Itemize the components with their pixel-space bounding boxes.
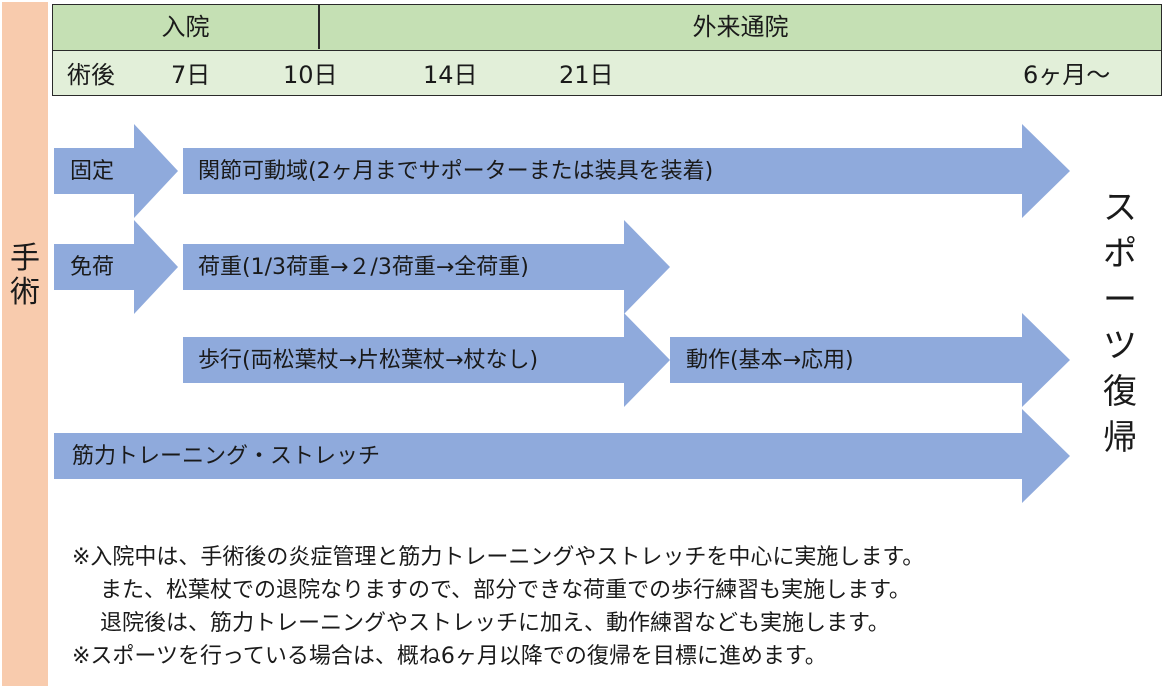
- label-walking: 歩行(両松葉杖→片松葉杖→杖なし): [198, 348, 539, 373]
- label-fixation: 固定: [70, 159, 115, 184]
- arrow-walking: [183, 313, 670, 407]
- arrow-non-weight: [54, 220, 178, 314]
- notes: ※入院中は、手術後の炎症管理と筋力トレーニングやストレッチを中心に実施します。 …: [72, 541, 924, 673]
- surgery-label-char-2: 術: [10, 275, 40, 310]
- day-6months: 6ヶ月〜: [1023, 61, 1111, 89]
- arrow-fixation: [54, 124, 178, 218]
- surgery-label: 手 術: [2, 242, 48, 310]
- surgery-sidebar: 手 術: [2, 2, 48, 686]
- goal-char-2: ポ: [1103, 234, 1137, 274]
- goal-char-4: ツ: [1103, 326, 1137, 366]
- timeline-phase-row: 入院 外来通院: [53, 5, 1161, 51]
- goal-char-3: ー: [1103, 280, 1137, 320]
- label-rom: 関節可動域(2ヶ月までサポーターまたは装具を装着): [198, 159, 714, 184]
- goal-char-1: ス: [1103, 188, 1137, 228]
- day-21: 21日: [559, 61, 614, 89]
- goal-sports-return: ス ポ ー ツ 復 帰: [1098, 185, 1142, 461]
- day-14: 14日: [423, 61, 478, 89]
- label-non-weight: 免荷: [70, 255, 115, 280]
- phase-inpatient: 入院: [161, 13, 210, 41]
- phase-divider: [318, 5, 320, 49]
- surgery-label-char-1: 手: [10, 241, 40, 276]
- note-line-1: ※入院中は、手術後の炎症管理と筋力トレーニングやストレッチを中心に実施します。: [72, 545, 925, 570]
- day-start-label: 術後: [67, 61, 115, 89]
- label-movement: 動作(基本→応用): [686, 348, 854, 373]
- label-strength: 筋力トレーニング・ストレッチ: [72, 444, 381, 469]
- arrow-rom: [183, 124, 1070, 218]
- note-line-3: 退院後は、筋力トレーニングやストレッチに加え、動作練習なども実施します。: [100, 611, 890, 636]
- goal-char-6: 帰: [1103, 418, 1137, 458]
- note-line-4: ※スポーツを行っている場合は、概ね6ヶ月以降での復帰を目標に進めます。: [72, 644, 827, 669]
- arrow-strength: [54, 409, 1070, 503]
- arrow-weight-bearing: [183, 220, 670, 314]
- day-10: 10日: [283, 61, 338, 89]
- goal-char-5: 復: [1103, 372, 1137, 412]
- label-weight-bearing: 荷重(1/3荷重→２/3荷重→全荷重): [198, 255, 529, 280]
- timeline-header: 入院 外来通院 術後 7日 10日 14日 21日 6ヶ月〜: [52, 4, 1162, 96]
- day-7: 7日: [171, 61, 211, 89]
- note-line-2: また、松葉杖での退院なりますので、部分できな荷重での歩行練習も実施します。: [100, 578, 911, 603]
- arrow-movement: [670, 313, 1070, 407]
- phase-outpatient: 外来通院: [692, 13, 789, 41]
